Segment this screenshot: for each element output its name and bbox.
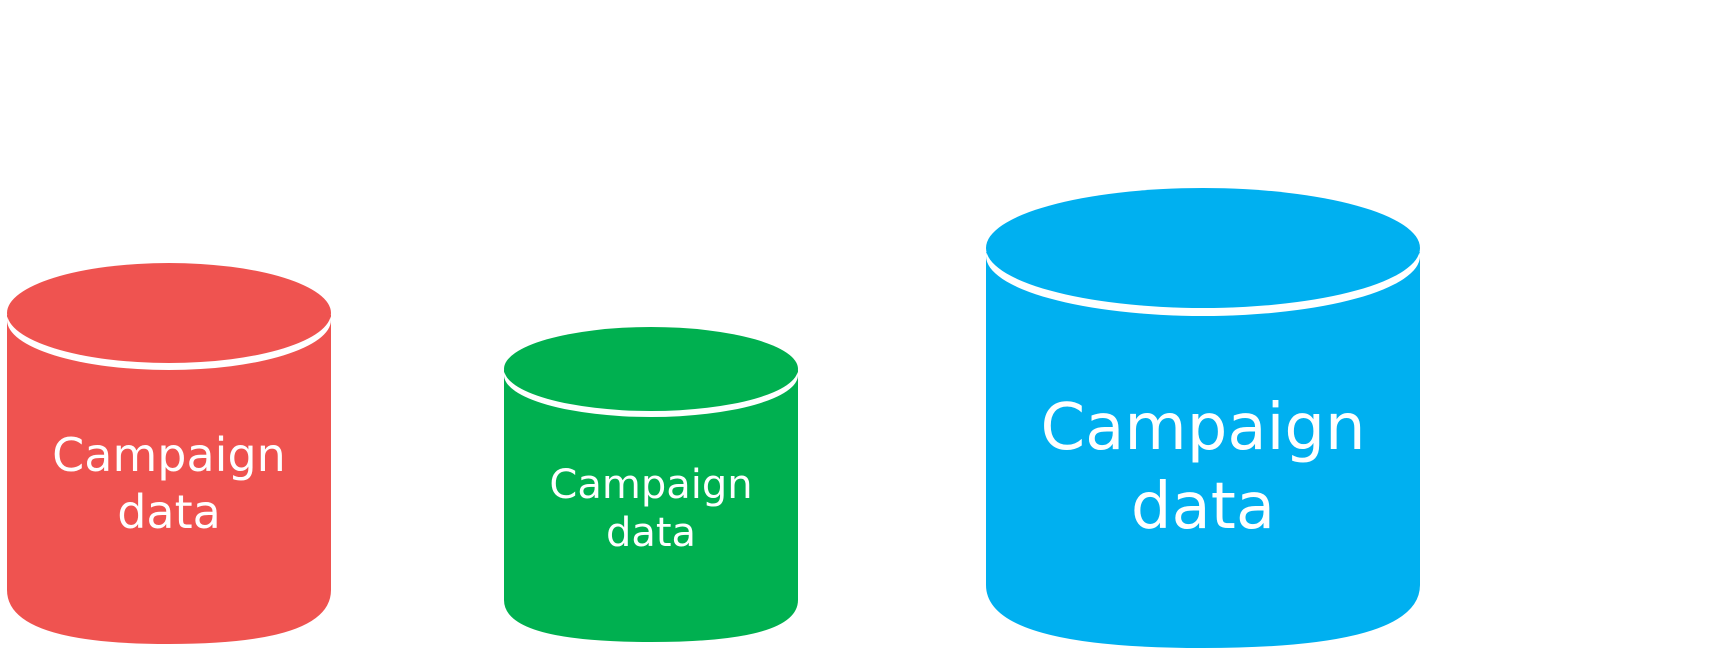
cylinder-label-line1: Campaign: [1040, 391, 1365, 465]
cylinder-label-line2: data: [1131, 470, 1275, 544]
cylinder-red: Campaign data: [7, 263, 331, 644]
cylinder-body: [7, 315, 331, 644]
cylinder-top: [7, 263, 331, 363]
cylinder-top: [986, 188, 1420, 308]
cylinder-label-line2: data: [117, 485, 221, 539]
cylinder-body: [986, 252, 1420, 648]
cylinder-body: [504, 370, 798, 642]
cylinder-label-line1: Campaign: [52, 428, 286, 482]
cylinder-top: [504, 327, 798, 411]
cylinder-blue: Campaign data: [986, 188, 1420, 648]
cylinder-label-line2: data: [606, 510, 696, 556]
cylinder-label-line1: Campaign: [549, 462, 752, 508]
cylinder-green: Campaign data: [504, 327, 798, 642]
